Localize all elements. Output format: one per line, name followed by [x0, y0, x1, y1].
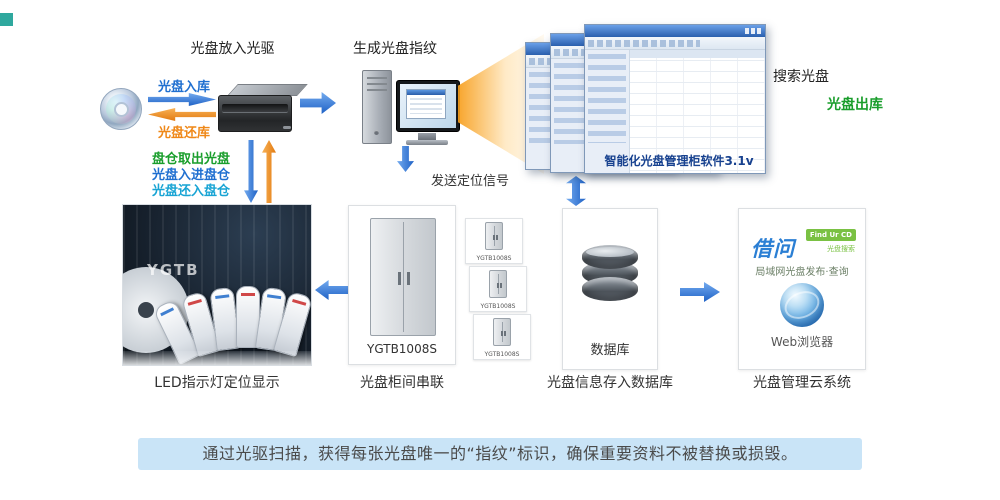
database-card: 数据库	[562, 208, 658, 370]
globe-icon	[780, 283, 824, 327]
magazine-flow-labels: 盘仓取出光盘 光盘入进盘仓 光盘还入盘仓	[140, 152, 242, 200]
led-photo: YGTB	[123, 205, 311, 365]
led-caption: LED指示灯定位显示	[154, 375, 280, 391]
cabinet-caption: 光盘柜间串联	[360, 375, 444, 391]
window-sidebar	[585, 50, 630, 173]
search-disc-label: 搜索光盘	[773, 69, 829, 85]
photo-base-strip	[123, 351, 311, 365]
cabinet-model-label: YGTB1008S	[480, 303, 516, 310]
disc-cabinet-icon	[489, 270, 507, 298]
cloud-brand-badge: Find Ur CD	[805, 229, 856, 241]
section-title-fingerprint: 生成光盘指纹	[353, 41, 437, 57]
monitor-base	[406, 140, 448, 145]
disc-cabinet-icon	[493, 318, 511, 346]
cabinet-model-label: YGTB1008S	[476, 255, 512, 262]
cloud-description: 局域网光盘发布·查询	[755, 267, 849, 278]
cabinet-card: YGTB1008S	[348, 205, 456, 365]
cloud-brand-subtitle: 光盘搜索	[827, 245, 855, 253]
monitor-screen	[400, 84, 456, 128]
disc-out-label: 光盘出库	[827, 97, 883, 113]
arrow-magazine-up-icon	[262, 140, 276, 203]
disc-cabinet-icon	[370, 218, 436, 336]
mini-cabinet-card: YGTB1008S	[473, 314, 531, 360]
drive-tray	[222, 104, 288, 113]
software-window-front	[584, 24, 766, 174]
window-titlebar	[585, 25, 765, 37]
photo-watermark: YGTB	[147, 261, 200, 279]
magazine-in-label: 光盘入进盘仓	[151, 168, 230, 183]
magazine-return-label: 光盘还入盘仓	[151, 184, 230, 199]
cloud-brand-logo: 借问	[751, 237, 795, 261]
database-segment	[582, 277, 638, 301]
cloud-caption: 光盘管理云系统	[753, 375, 851, 391]
software-name-label: 智能化光盘管理柜软件3.1v	[604, 154, 754, 168]
database-icon	[582, 245, 638, 301]
monitor-window-icon	[406, 89, 446, 119]
summary-banner: 通过光驱扫描，获得每张光盘唯一的“指纹”标识，确保重要资料不被替换或损毁。	[138, 438, 862, 470]
mini-cabinet-card: YGTB1008S	[469, 266, 527, 312]
computer-monitor-icon	[396, 80, 460, 132]
monitor-stand	[418, 133, 436, 140]
window-toolbar	[585, 37, 765, 50]
disc-cabinet-icon	[485, 222, 503, 250]
arrow-disc-return-icon	[148, 108, 216, 121]
arrow-database-to-cloud-icon	[680, 282, 720, 302]
drive-body	[218, 95, 292, 132]
magazine-out-label: 盘仓取出光盘	[151, 152, 230, 167]
database-caption: 光盘信息存入数据库	[547, 375, 673, 391]
window-buttons-icon	[745, 28, 763, 34]
arrow-drive-to-computer-icon	[300, 92, 336, 114]
cabinet-model-label: YGTB1008S	[367, 342, 437, 356]
cabinet-model-label: YGTB1008S	[484, 351, 520, 358]
optical-drive-icon	[218, 84, 308, 134]
database-segment	[582, 245, 638, 269]
section-title-drive: 光盘放入光驱	[190, 41, 275, 57]
corner-decoration	[0, 13, 13, 26]
window-table	[630, 50, 765, 173]
cloud-system-card: 借问 Find Ur CD 光盘搜索 局域网光盘发布·查询 Web浏览器	[738, 208, 866, 370]
arrow-cabinet-to-led-icon	[315, 280, 349, 300]
send-signal-label: 发送定位信号	[430, 174, 509, 189]
mini-cabinet-card: YGTB1008S	[465, 218, 523, 264]
web-browser-label: Web浏览器	[770, 335, 834, 349]
arrow-send-signal-icon	[397, 146, 414, 172]
disc-in-label: 光盘入库	[157, 80, 210, 95]
database-label: 数据库	[590, 343, 630, 358]
arrow-sync-database-icon	[566, 176, 586, 206]
computer-tower-icon	[362, 70, 392, 144]
arrow-magazine-down-icon	[244, 140, 258, 203]
disc-return-label: 光盘还库	[157, 126, 210, 141]
cd-disc-icon	[100, 88, 142, 130]
drive-eject-button-icon	[283, 126, 291, 129]
window-body	[585, 50, 765, 173]
